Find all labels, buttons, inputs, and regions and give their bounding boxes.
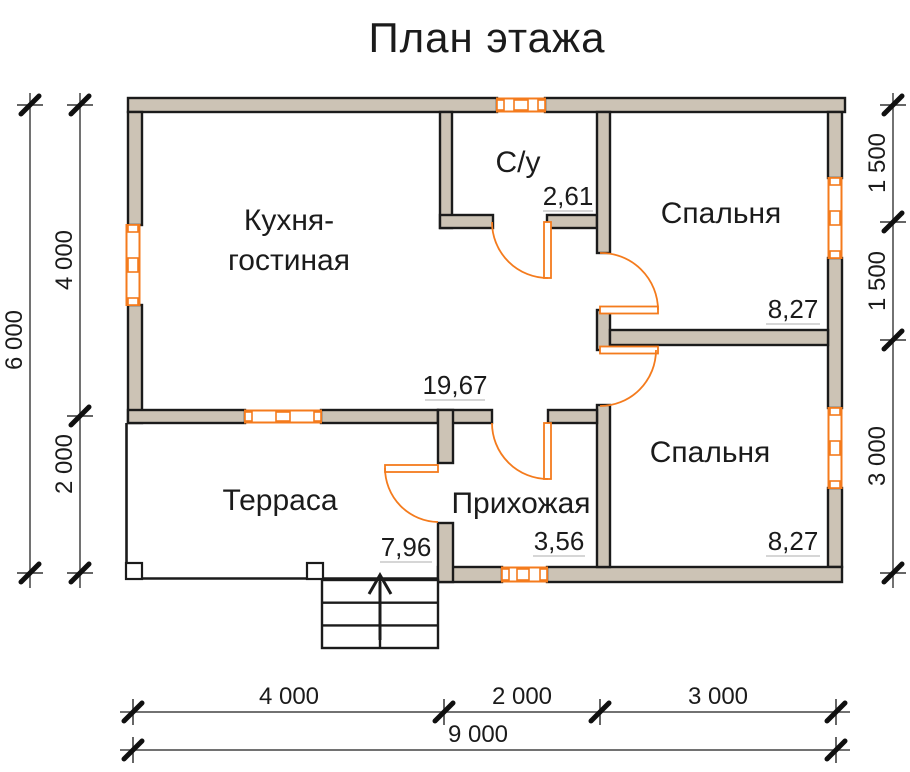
area-label-terrace: 7,96 [381, 532, 432, 562]
dim-label-bottom-seg1: 4 000 [259, 683, 319, 710]
room-label-terrace: Терраса [222, 484, 337, 517]
room-labels: Кухня- гостиная 19,67 С/у 2,61 Спальня 8… [222, 146, 820, 563]
room-label-bedroom-bottom: Спальня [650, 436, 771, 469]
dim-label-bottom-seg3: 3 000 [688, 683, 748, 710]
room-label-bedroom-top: Спальня [661, 197, 782, 230]
area-label-hallway: 3,56 [534, 526, 585, 556]
terrace-post-left [124, 561, 144, 581]
wall-left-lower [126, 303, 144, 425]
stair-direction-arrow-head [367, 572, 393, 595]
dim-label-left-bottom: 2 000 [51, 434, 78, 494]
wall-top-right [543, 96, 847, 114]
stairs [320, 572, 440, 650]
dim-label-right-bottom: 3 000 [864, 426, 891, 486]
terrace-outline [124, 423, 438, 581]
door-bathroom [491, 221, 552, 279]
terrace-post-right [305, 561, 325, 581]
dim-label-left-top: 4 000 [51, 230, 78, 290]
door-terrace-hallway [384, 464, 439, 523]
wall-kitchen-terrace-right [319, 408, 440, 425]
wall-bathroom-bottom-right [545, 213, 599, 230]
window-bedroom-top-right [827, 177, 843, 259]
wall-kitchen-terrace-left [126, 408, 247, 425]
wall-terrace-hall-lower [436, 521, 455, 584]
door-kitchen-hallway [491, 422, 552, 480]
dim-label-bottom-seg2: 2 000 [492, 683, 552, 710]
wall-right-middle [826, 256, 844, 410]
wall-central-upper [595, 110, 612, 255]
room-label-kitchen-line2: гостиная [228, 244, 350, 277]
area-label-bedroom-top: 8,27 [768, 294, 819, 324]
page-title: План этажа [368, 14, 605, 61]
wall-left-upper [126, 110, 144, 227]
doors [384, 221, 659, 523]
room-label-kitchen-line1: Кухня- [244, 204, 334, 237]
wall-bathroom-left [438, 110, 454, 230]
window-kitchen-terrace [244, 409, 322, 424]
window-bedroom-bottom-right [827, 407, 843, 489]
windows [125, 97, 843, 583]
wall-right-upper [826, 110, 844, 180]
dimension-lines: 6 000 4 000 2 000 1 500 1 500 3 000 4 00… [1, 93, 906, 763]
room-label-bathroom: С/у [496, 146, 541, 179]
door-bedroom-bottom [599, 345, 659, 407]
wall-central-stub [595, 308, 612, 352]
dim-label-right-middle: 1 500 [864, 251, 891, 311]
room-label-hallway: Прихожая [451, 487, 590, 520]
dim-label-right-top: 1 500 [864, 133, 891, 193]
door-bedroom-top [599, 252, 659, 315]
wall-bottom-right-of-entrance [545, 565, 844, 584]
dim-label-bottom-total: 9 000 [448, 721, 508, 748]
area-label-bathroom: 2,61 [543, 181, 594, 211]
wall-kitchen-hall-right [546, 408, 599, 425]
window-bathroom-top [496, 97, 546, 113]
area-label-kitchen: 19,67 [422, 370, 487, 400]
window-kitchen-left [125, 224, 141, 306]
entrance-door-bottom [501, 566, 548, 583]
wall-right-lower [826, 486, 844, 569]
wall-top-left [126, 96, 499, 114]
area-label-bedroom-bottom: 8,27 [768, 526, 819, 556]
wall-bathroom-bottom-left [438, 213, 495, 230]
wall-central-lower [595, 403, 612, 569]
dim-label-left-total: 6 000 [1, 310, 28, 370]
wall-terrace-hall-upper [436, 408, 455, 465]
wall-bedroom-divider [608, 328, 830, 347]
